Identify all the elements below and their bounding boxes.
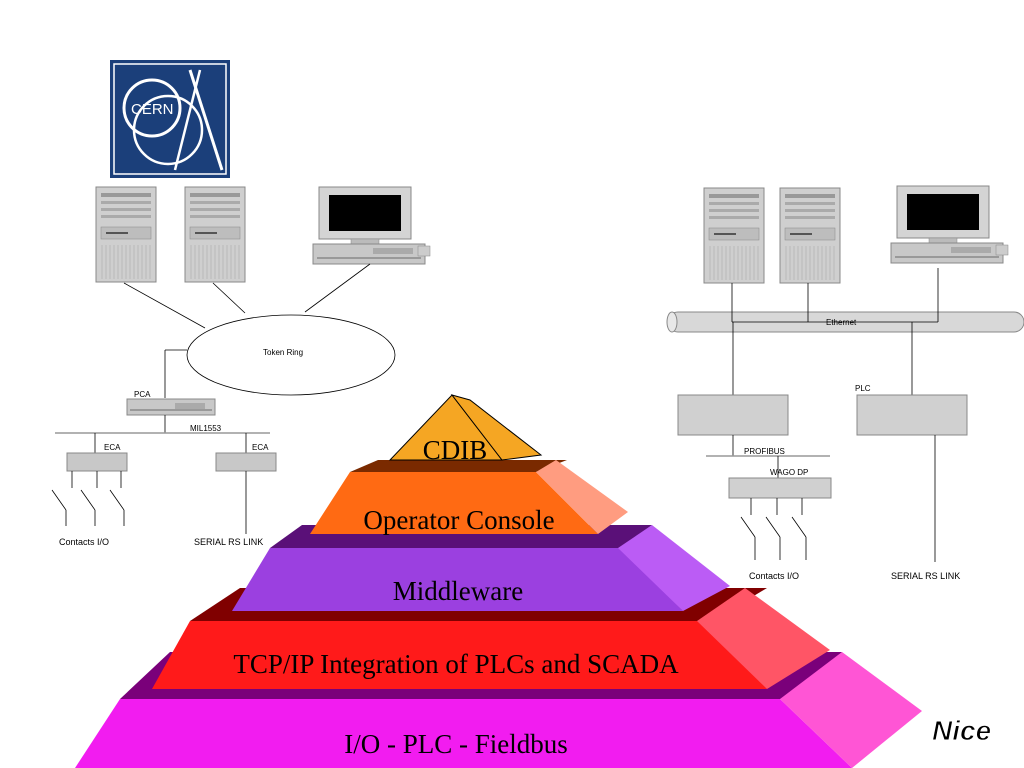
workstation-icon [312,186,431,265]
layer-label: I/O - PLC - Fieldbus [344,729,568,759]
server-icon [184,186,246,283]
workstation-icon [890,185,1009,264]
pyramid: I/O - PLC - Fieldbus TCP/IP Integration … [75,394,922,768]
plc-label: PLC [855,384,871,393]
contacts-io-label: Contacts I/O [59,537,109,547]
cern-logo-text: CERN [131,101,174,118]
mil1553-label: MIL1553 [190,424,222,433]
contacts-io-label-right: Contacts I/O [749,571,799,581]
plc-box [856,394,968,436]
pca-label: PCA [134,390,151,399]
pca-unit-icon [126,398,216,416]
server-icon [703,187,765,284]
profibus-label: PROFIBUS [744,447,785,456]
layer-label: Operator Console [363,505,554,535]
token-ring-label: Token Ring [263,348,303,357]
wago-dp-box [728,477,832,499]
eca-label-1: ECA [104,443,121,452]
left-network: Token Ring PCA MIL1553 ECA ECA Contacts … [51,186,431,547]
switch-contacts-icon [51,471,125,526]
token-ring [186,314,396,396]
controller-box [677,394,789,436]
switch-contacts-icon [740,498,807,560]
ethernet-label: Ethernet [826,318,857,327]
layer-label: Middleware [393,576,523,606]
pyramid-layer-operator-console: Operator Console [310,460,628,535]
server-icon [779,187,841,284]
layer-label: TCP/IP Integration of PLCs and SCADA [233,649,679,679]
eca-box-2 [215,452,277,472]
eca-box-1 [66,452,128,472]
serial-rs-link-label: SERIAL RS LINK [194,537,263,547]
pyramid-layer-cdib: CDIB [388,394,543,465]
nice-brand: Nice [932,715,991,746]
pyramid-layer-middleware: Middleware [232,525,730,611]
cern-logo-icon: CERN [110,60,230,178]
layer-label: CDIB [423,435,488,465]
right-network: Ethernet PLC PROFIBUS WAGO DP Contacts I… [666,185,1024,581]
serial-rs-link-label-right: SERIAL RS LINK [891,571,960,581]
eca-label-2: ECA [252,443,269,452]
server-icon [95,186,157,283]
wago-dp-label: WAGO DP [770,468,808,477]
